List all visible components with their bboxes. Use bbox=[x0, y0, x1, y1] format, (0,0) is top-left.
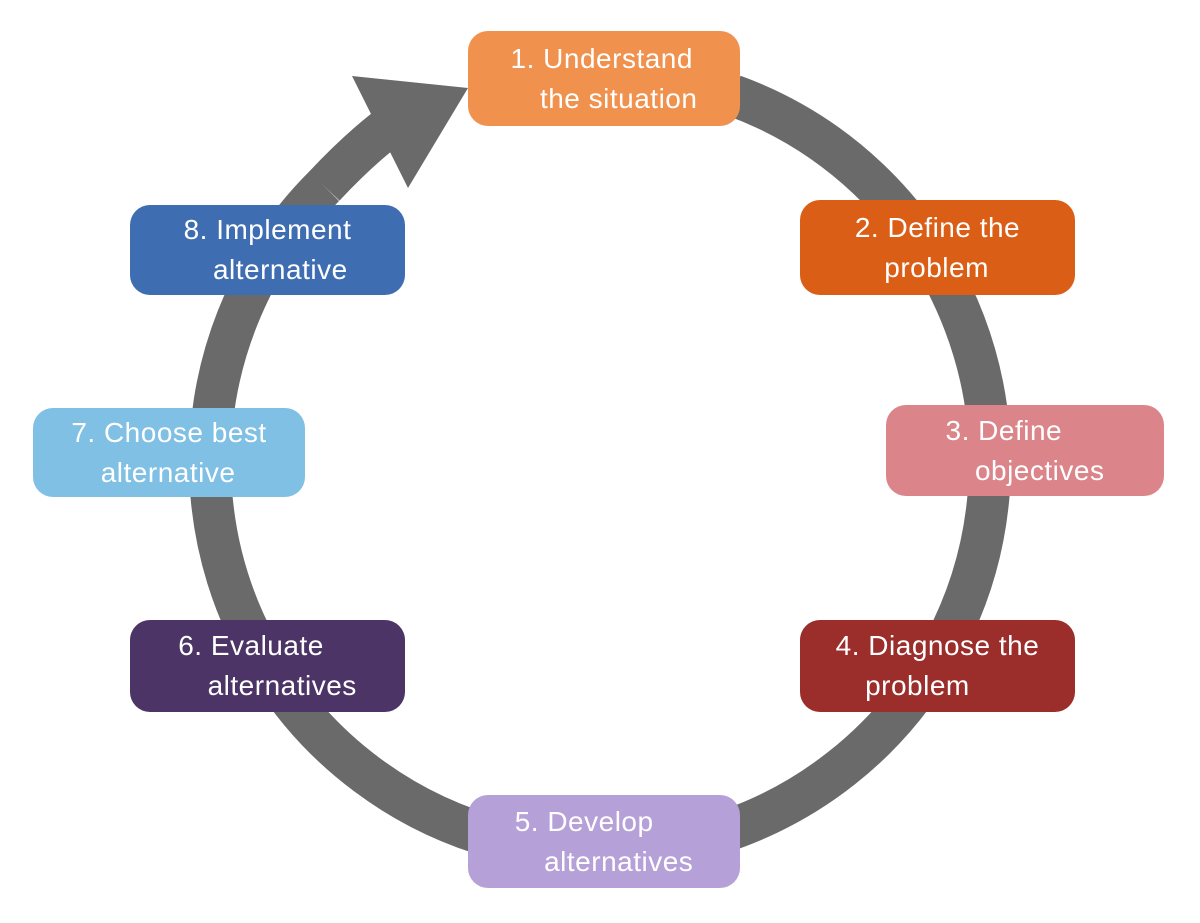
step-6-label: 6. Evaluate alternatives bbox=[178, 626, 357, 706]
step-5-box: 5. Develop alternatives bbox=[468, 795, 740, 888]
step-2-label: 2. Define the problem bbox=[855, 208, 1020, 288]
step-7-line2: alternative bbox=[100, 456, 236, 488]
step-1-line2: the situation bbox=[539, 82, 698, 114]
step-2-line2: problem bbox=[884, 251, 989, 283]
step-5-line1: 5. Develop bbox=[514, 805, 654, 837]
step-4-line2: problem bbox=[865, 670, 970, 701]
step-8-line1: 8. Implement bbox=[183, 214, 352, 245]
step-3-line2: objectives bbox=[974, 454, 1105, 486]
step-6-box: 6. Evaluate alternatives bbox=[130, 620, 405, 712]
step-2-line1: 2. Define the bbox=[854, 211, 1021, 243]
step-3-label: 3. Define objectives bbox=[946, 411, 1105, 491]
step-3-box: 3. Define objectives bbox=[886, 405, 1164, 496]
step-7-line1: 7. Choose best bbox=[71, 416, 267, 448]
step-2-box: 2. Define the problem bbox=[800, 200, 1075, 295]
step-7-label: 7. Choose best alternative bbox=[71, 413, 266, 493]
step-5-line2: alternatives bbox=[544, 845, 694, 877]
step-8-line2: alternative bbox=[212, 254, 348, 285]
step-8-box: 8. Implement alternative bbox=[130, 205, 405, 295]
step-7-box: 7. Choose best alternative bbox=[33, 408, 305, 497]
step-3-line1: 3. Define bbox=[945, 414, 1063, 446]
step-1-line1: 1. Understand bbox=[510, 42, 693, 74]
step-4-label: 4. Diagnose the problem bbox=[836, 626, 1040, 706]
step-6-line2: alternatives bbox=[207, 670, 357, 701]
step-1-label: 1. Understand the situation bbox=[511, 39, 698, 119]
cycle-arrowhead-icon bbox=[352, 76, 468, 188]
step-4-box: 4. Diagnose the problem bbox=[800, 620, 1075, 712]
step-1-box: 1. Understand the situation bbox=[468, 31, 740, 126]
step-8-label: 8. Implement alternative bbox=[184, 210, 352, 290]
step-4-line1: 4. Diagnose the bbox=[835, 630, 1040, 661]
step-6-line1: 6. Evaluate bbox=[178, 630, 324, 661]
step-5-label: 5. Develop alternatives bbox=[515, 802, 694, 882]
